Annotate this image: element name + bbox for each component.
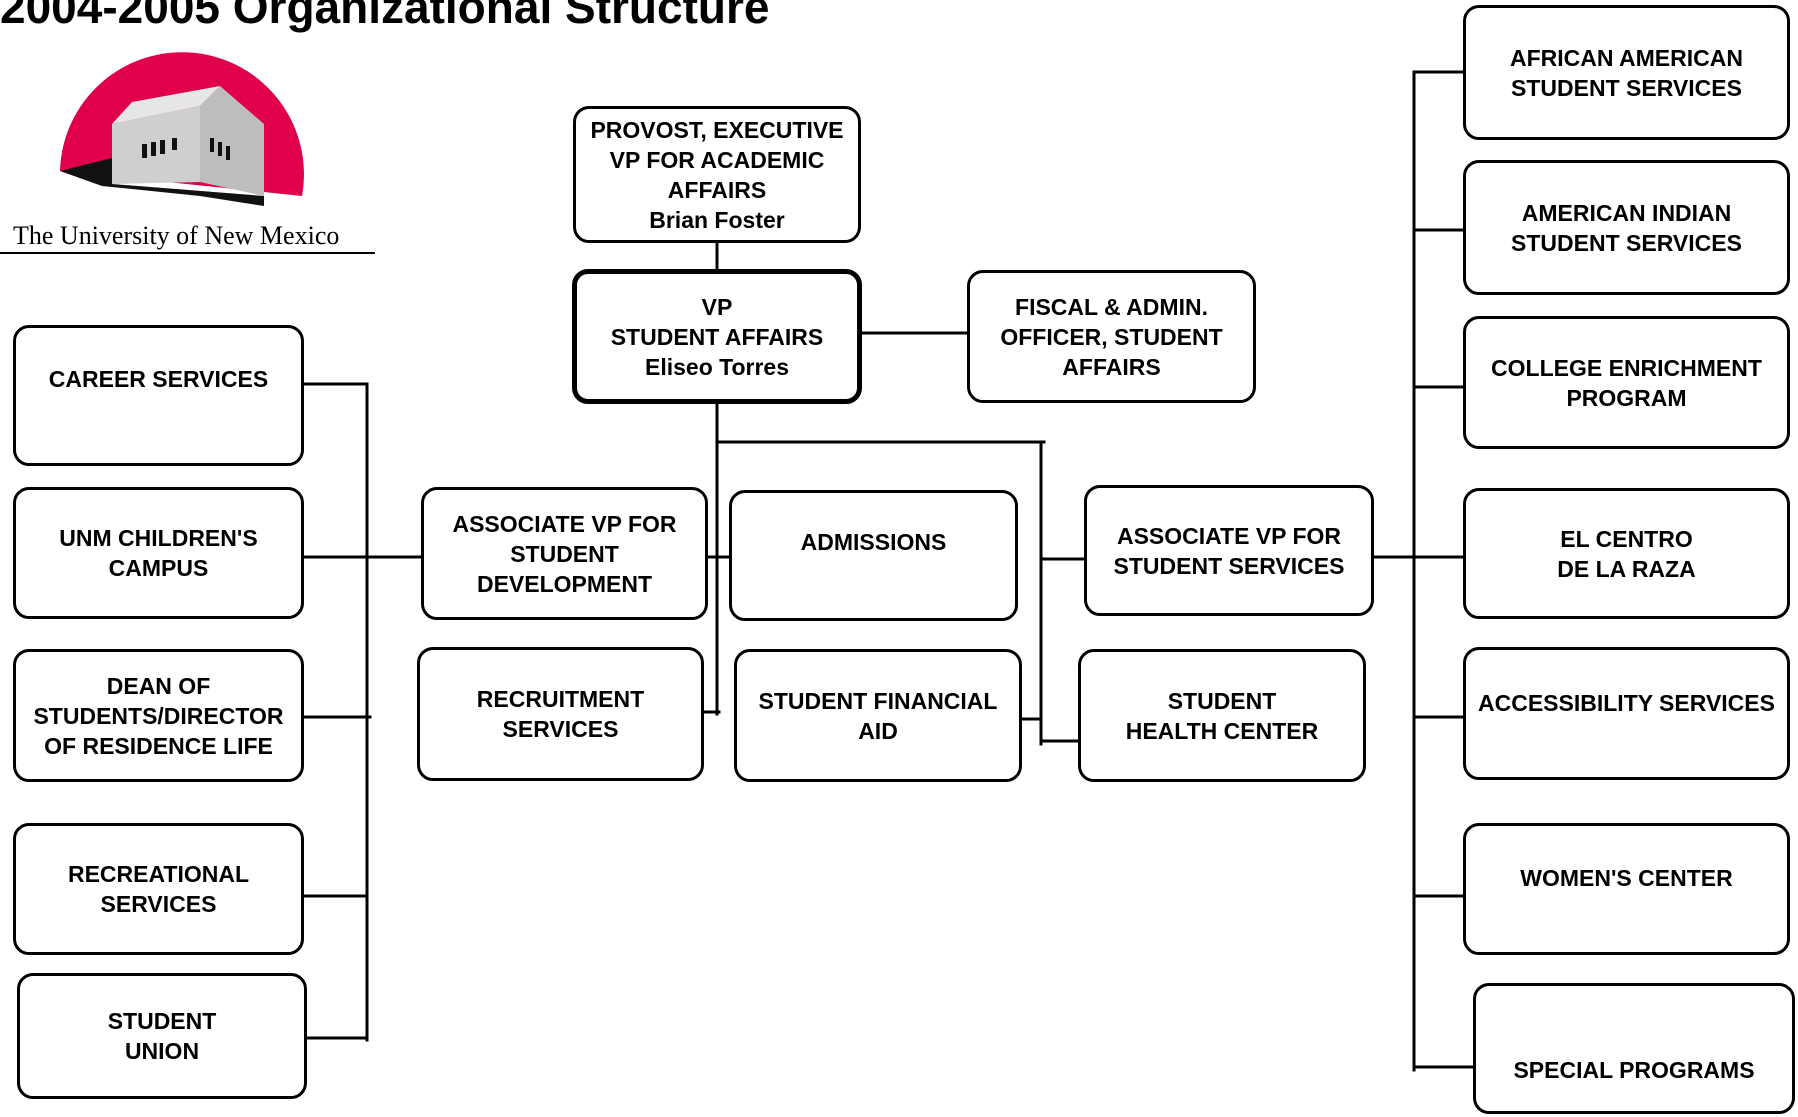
unm-logo: The University of New Mexico (0, 30, 380, 255)
admissions-label: ADMISSIONS (800, 529, 947, 555)
box-recreational-services: RECREATIONAL SERVICES (13, 823, 304, 955)
box-provost: PROVOST, EXECUTIVE VP FOR ACADEMIC AFFAI… (573, 106, 861, 243)
chart-title: 2004-2005 Organizational Structure (0, 0, 770, 33)
enrichment-line-1: COLLEGE ENRICHMENT (1491, 354, 1762, 381)
box-womens-center: WOMEN'S CENTER (1463, 823, 1790, 955)
childrens-line-1: UNM CHILDREN'S (59, 525, 258, 551)
dean-line-3: OF RESIDENCE LIFE (44, 732, 273, 759)
dean-line-1: DEAN OF (106, 672, 211, 699)
special-label: SPECIAL PROGRAMS (1513, 1057, 1755, 1083)
recreational-line-2: SERVICES (100, 891, 217, 917)
vp-line-2: STUDENT AFFAIRS (610, 323, 824, 350)
provost-line-3: AFFAIRS (667, 176, 767, 203)
provost-person: Brian Foster (649, 206, 785, 233)
provost-line-1: PROVOST, EXECUTIVE (590, 116, 844, 143)
african-line-2: STUDENT SERVICES (1511, 74, 1742, 101)
indian-line-1: AMERICAN INDIAN (1521, 199, 1732, 226)
building-side (200, 86, 264, 196)
health-line-1: STUDENT (1167, 687, 1277, 714)
indian-line-2: STUDENT SERVICES (1511, 229, 1742, 256)
assoc-dev-line-1: ASSOCIATE VP FOR (452, 510, 677, 537)
union-line-1: STUDENT (107, 1008, 217, 1034)
box-admissions: ADMISSIONS (729, 490, 1018, 621)
unm-sun-building-icon (60, 52, 304, 206)
box-childrens-campus: UNM CHILDREN'S CAMPUS (13, 487, 304, 619)
fiscal-line-1: FISCAL & ADMIN. (1015, 293, 1208, 320)
financial-aid-line-2: AID (858, 717, 898, 744)
box-special-programs: SPECIAL PROGRAMS (1473, 983, 1795, 1114)
vp-line-1: VP (701, 293, 733, 320)
accessibility-label: ACCESSIBILITY SERVICES (1478, 690, 1775, 716)
fiscal-line-3: AFFAIRS (1062, 353, 1161, 380)
box-fiscal-officer: FISCAL & ADMIN. OFFICER, STUDENT AFFAIRS (967, 270, 1256, 403)
box-african-american-services: AFRICAN AMERICAN STUDENT SERVICES (1463, 5, 1790, 140)
assoc-svc-line-2: STUDENT SERVICES (1113, 552, 1345, 579)
fiscal-line-2: OFFICER, STUDENT (1000, 323, 1223, 350)
dean-line-2: STUDENTS/DIRECTOR (33, 702, 284, 729)
career-label: CAREER SERVICES (48, 366, 269, 392)
box-vp-student-affairs: VP STUDENT AFFAIRS Eliseo Torres (572, 269, 862, 404)
vp-person: Eliseo Torres (644, 353, 790, 380)
box-student-union: STUDENT UNION (17, 973, 307, 1099)
union-line-2: UNION (124, 1038, 200, 1064)
box-el-centro-de-la-raza: EL CENTRO DE LA RAZA (1463, 488, 1790, 619)
recreational-line-1: RECREATIONAL (67, 861, 249, 887)
assoc-dev-line-2: STUDENT (510, 540, 619, 567)
health-line-2: HEALTH CENTER (1125, 717, 1319, 744)
box-student-financial-aid: STUDENT FINANCIAL AID (734, 649, 1022, 782)
box-accessibility-services: ACCESSIBILITY SERVICES (1463, 647, 1790, 780)
box-associate-vp-services: ASSOCIATE VP FOR STUDENT SERVICES (1084, 485, 1374, 616)
recruitment-line-2: SERVICES (502, 716, 619, 742)
assoc-svc-line-1: ASSOCIATE VP FOR (1116, 522, 1342, 549)
centro-line-1: EL CENTRO (1560, 525, 1693, 552)
building-shadow (60, 158, 264, 206)
university-name: The University of New Mexico (13, 221, 340, 250)
womens-label: WOMEN'S CENTER (1520, 865, 1733, 891)
assoc-dev-line-3: DEVELOPMENT (476, 570, 653, 597)
box-student-health-center: STUDENT HEALTH CENTER (1078, 649, 1366, 782)
building-roof (112, 86, 220, 124)
box-recruitment-services: RECRUITMENT SERVICES (417, 647, 704, 781)
box-american-indian-services: AMERICAN INDIAN STUDENT SERVICES (1463, 160, 1790, 295)
centro-line-2: DE LA RAZA (1557, 555, 1696, 582)
box-career-services: CAREER SERVICES (13, 325, 304, 466)
childrens-line-2: CAMPUS (108, 555, 209, 581)
enrichment-line-2: PROGRAM (1566, 384, 1687, 411)
box-dean-of-students: DEAN OF STUDENTS/DIRECTOR OF RESIDENCE L… (13, 649, 304, 782)
african-line-1: AFRICAN AMERICAN (1510, 44, 1743, 71)
box-college-enrichment: COLLEGE ENRICHMENT PROGRAM (1463, 316, 1790, 449)
logo-underline (0, 252, 375, 254)
box-associate-vp-development: ASSOCIATE VP FOR STUDENT DEVELOPMENT (421, 487, 708, 620)
recruitment-line-1: RECRUITMENT (476, 686, 645, 712)
provost-line-2: VP FOR ACADEMIC (609, 146, 825, 173)
financial-aid-line-1: STUDENT FINANCIAL (758, 687, 998, 714)
